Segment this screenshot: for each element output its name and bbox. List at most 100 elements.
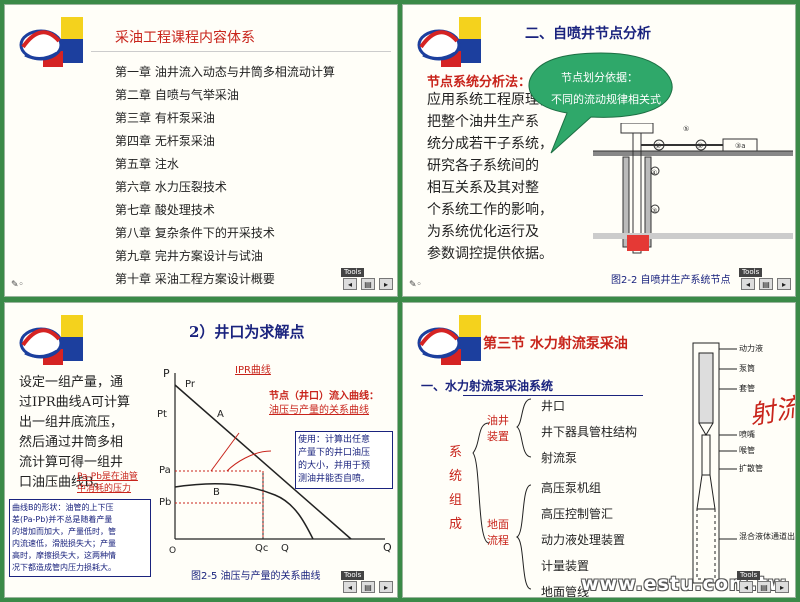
body-line: 研究各子系统间的: [427, 158, 539, 174]
chapter-item[interactable]: 第八章 复杂条件下的开采技术: [115, 226, 275, 240]
chapter-item[interactable]: 第四章 无杆泵采油: [115, 134, 215, 148]
tools-bar[interactable]: Tools ◂ ▤ ▸: [341, 571, 397, 595]
watermark: www.estu.com.tw: [581, 573, 787, 595]
handwritten-annotation: 射流: [747, 392, 796, 432]
figure-caption: 图2-5 油压与产量的关系曲线: [191, 571, 321, 582]
axis-o: O: [169, 546, 176, 556]
well-system-diagram: ① ② ③ ④ ⑤ ③a: [593, 123, 793, 254]
curve-a-label: A: [217, 409, 224, 420]
node-label: ①: [697, 142, 703, 150]
diagram-label: 混合液体通道出口: [739, 532, 795, 541]
chapter-item[interactable]: 第二章 自喷与气举采油: [115, 88, 239, 102]
group-char: 装置: [487, 430, 509, 443]
back-icon[interactable]: ◂: [739, 581, 753, 593]
ipr-chart: P Q O Pr Pt Pa Pb Qc Q A B: [157, 367, 392, 556]
component-item: 井下器具管柱结构: [541, 425, 638, 439]
body-line: 参数调控提供依据。: [427, 246, 553, 262]
body-line: 出一组井底流压，: [19, 415, 124, 430]
section-heading: 一、水力射流泵采油系统: [421, 379, 554, 393]
chapter-item[interactable]: 第三章 有杆泵采油: [115, 111, 215, 125]
node-label: ②: [655, 142, 661, 150]
surface-items: 高压泵机组高压控制管汇动力液处理装置计量装置地面管线: [541, 475, 625, 597]
group-label-device: 油井装置: [487, 413, 509, 445]
pa-pb-line: Pa-Pb是在油管: [77, 472, 138, 482]
group-label-surface: 地面流程: [487, 517, 509, 549]
tools-label: Tools: [739, 268, 763, 277]
body-line: 然后通过井筒多相: [19, 435, 124, 450]
back-icon[interactable]: ◂: [343, 581, 357, 593]
chapter-item[interactable]: 第十章 采油工程方案设计概要: [115, 272, 275, 286]
body-line: 应用系统工程原理，: [427, 92, 553, 108]
diagram-label: 扩散管: [739, 464, 763, 473]
body-line: 过IPR曲线A可计算: [19, 395, 131, 410]
slide-course-content[interactable]: 采油工程课程内容体系 第一章 油井流入动态与井筒多相流动计算第二章 自喷与气举采…: [4, 4, 398, 297]
node-curve-label-2: 油压与产量的关系曲线: [269, 405, 369, 416]
slide-title: 采油工程课程内容体系: [115, 30, 255, 46]
diagram-label: 泵筒: [739, 364, 755, 373]
slide-title: 2）井口为求解点: [189, 323, 305, 341]
diagram-label: 喉管: [739, 446, 755, 455]
system-char: 成: [449, 517, 463, 532]
chapter-item[interactable]: 第六章 水力压裂技术: [115, 180, 227, 194]
forward-icon[interactable]: ▸: [379, 278, 393, 290]
tools-bar[interactable]: Tools ◂ ▤ ▸: [737, 571, 795, 595]
slide-title: 第三节 水力射流泵采油: [483, 336, 628, 352]
system-label: 系统组成: [449, 441, 462, 537]
forward-icon[interactable]: ▸: [777, 278, 791, 290]
tools-bar[interactable]: Tools ◂ ▤ ▸: [739, 268, 795, 292]
slide-node-analysis[interactable]: 二、自喷井节点分析 节点系统分析法： 应用系统工程原理，把整个油井生产系统分成若…: [402, 4, 796, 297]
usage-line: 产量下的井口油压: [298, 448, 371, 458]
subtitle: 节点系统分析法：: [427, 75, 532, 90]
menu-icon[interactable]: ▤: [759, 278, 773, 290]
curve-b-line: 差(Pa-Pb)并不总是随着产量: [12, 515, 113, 524]
menu-icon[interactable]: ▤: [361, 581, 375, 593]
component-item: 高压泵机组: [541, 481, 602, 495]
chapter-item[interactable]: 第五章 注水: [115, 157, 179, 171]
body-line: 统分成若干子系统，: [427, 136, 553, 152]
logo-icon: [19, 315, 83, 365]
body-line: 个系统工作的影响，: [427, 202, 553, 218]
bracket-lines: [472, 398, 532, 590]
tools-label: Tools: [737, 571, 761, 580]
logo-icon: [417, 17, 481, 67]
pen-icon[interactable]: ✎◦: [409, 280, 422, 290]
body-line: 相互关系及其对整: [427, 180, 539, 196]
logo-icon: [19, 17, 83, 67]
callout-bubble: [528, 52, 673, 154]
component-item: 高压控制管汇: [541, 507, 614, 521]
tools-bar[interactable]: Tools ◂ ▤ ▸: [341, 268, 397, 292]
system-char: 组: [449, 493, 463, 508]
body-line: 口油压曲线B。: [19, 475, 107, 490]
menu-icon[interactable]: ▤: [361, 278, 375, 290]
axis-p: P: [163, 367, 170, 380]
tools-label: Tools: [341, 571, 365, 580]
back-icon[interactable]: ◂: [741, 278, 755, 290]
pen-icon[interactable]: ✎◦: [11, 280, 24, 290]
forward-icon[interactable]: ▸: [379, 581, 393, 593]
chapter-item[interactable]: 第一章 油井流入动态与井筒多相流动计算: [115, 65, 335, 79]
ipr-curve-a: [174, 384, 352, 540]
curve-b-line: 内流速低，滑脱损失大；产量: [12, 539, 116, 548]
forward-icon[interactable]: ▸: [775, 581, 789, 593]
component-item: 射流泵: [541, 451, 578, 465]
back-icon[interactable]: ◂: [343, 278, 357, 290]
curve-b: [174, 482, 314, 540]
bubble-text-1: 节点划分依据：: [561, 71, 638, 84]
body-line: 为系统优化运行及: [427, 224, 539, 240]
chapter-item[interactable]: 第七章 酸处理技术: [115, 203, 215, 217]
slide-wellhead-solution[interactable]: 2）井口为求解点 设定一组产量，通过IPR曲线A可计算出一组井底流压，然后通过井…: [4, 302, 398, 598]
ipr-pointer: [210, 432, 240, 472]
node-pointer: [226, 450, 272, 472]
bubble-text-2: 不同的流动规律相关式: [551, 93, 661, 106]
divider: [91, 51, 391, 52]
pa-guide: [175, 470, 264, 539]
menu-icon[interactable]: ▤: [757, 581, 771, 593]
divider: [463, 395, 643, 396]
slide-jet-pump[interactable]: 第三节 水力射流泵采油 一、水力射流泵采油系统 系统组成 油井装置 地面流程 井…: [402, 302, 796, 598]
curve-b-line: 高时，摩擦损失大，这两种情: [12, 551, 116, 560]
logo-icon: [417, 315, 481, 365]
pa-pb-note: Pa-Pb是在油管中消耗的压力: [77, 471, 138, 495]
chapter-item[interactable]: 第九章 完井方案设计与试油: [115, 249, 263, 263]
curve-b-label: B: [213, 487, 220, 498]
tick-pa: Pa: [159, 465, 171, 476]
